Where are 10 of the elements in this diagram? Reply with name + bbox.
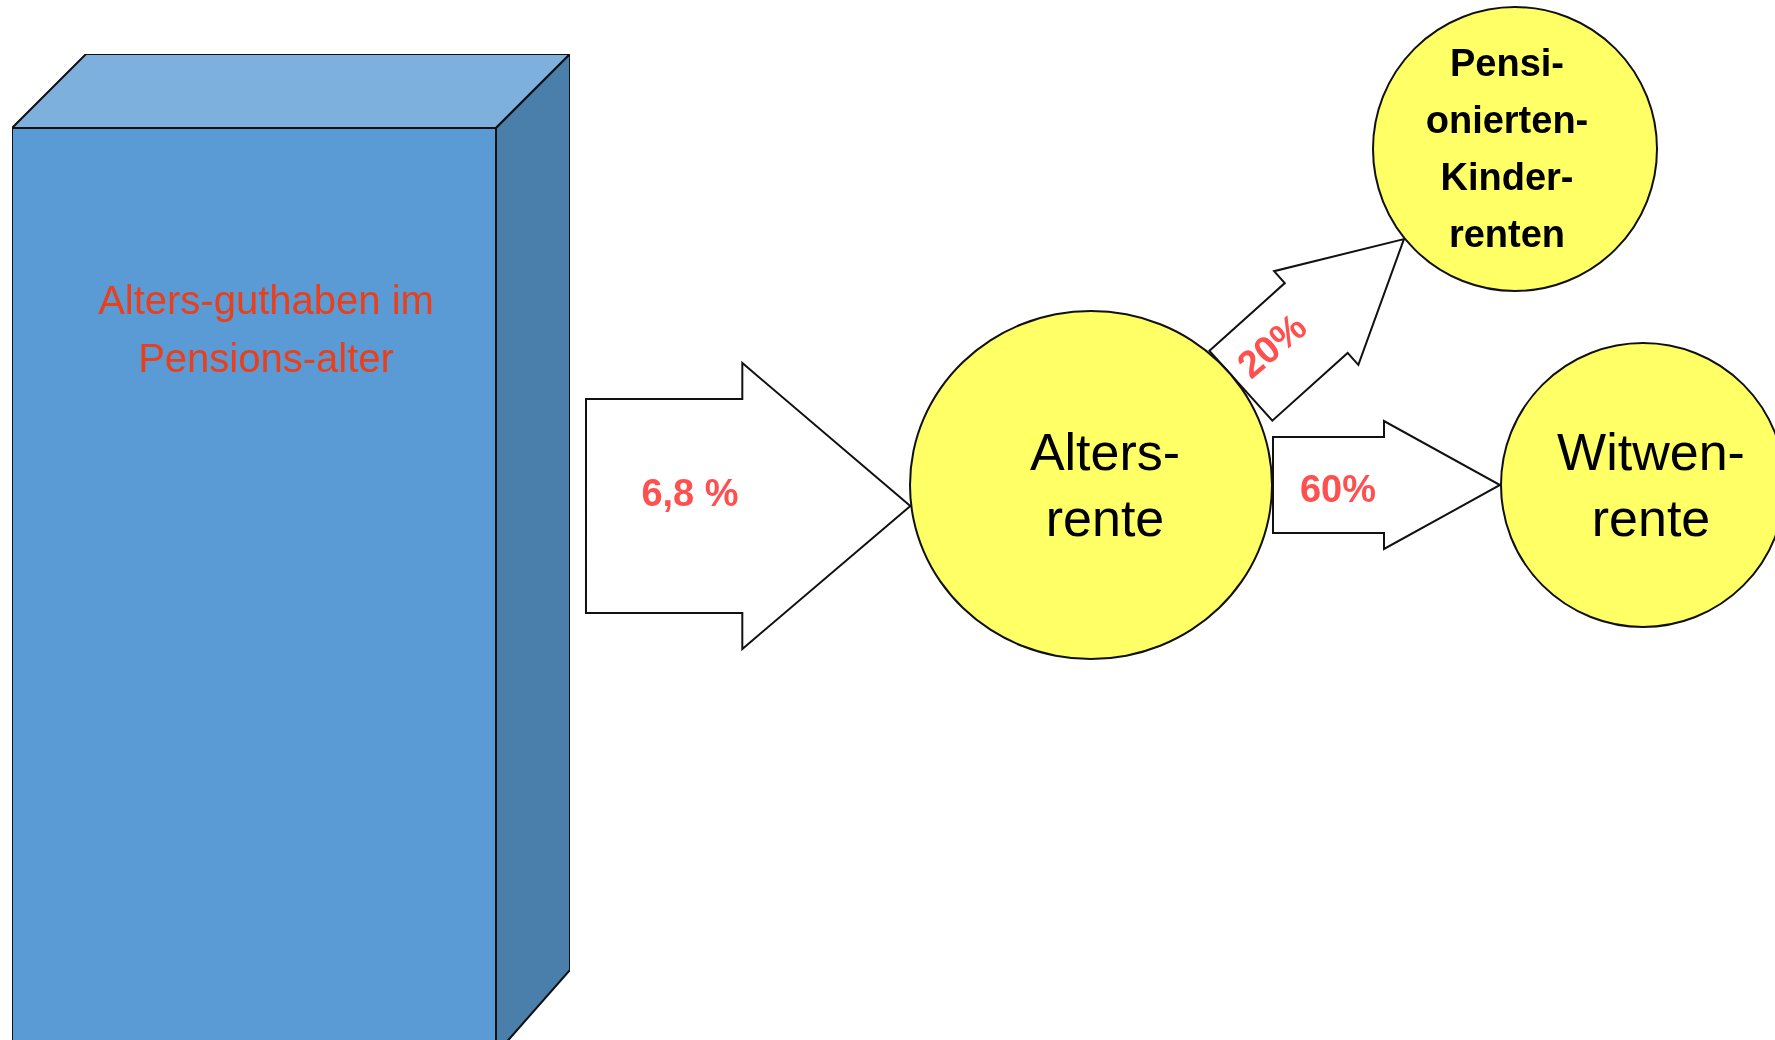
node-label: Witwen-rente: [1556, 422, 1746, 549]
block-arrow: [585, 360, 912, 652]
edge-label: 6,8 %: [641, 471, 739, 515]
node-label: Alters-guthaben im Pensions-alter: [97, 277, 435, 382]
node-label: Pensi-onierten-Kinder-renten: [1424, 41, 1590, 257]
block-arrow: [1272, 419, 1503, 551]
edge-label: 60%: [1299, 467, 1377, 511]
edge-label: 20%: [1229, 305, 1315, 387]
node-label: Alters-rente: [1028, 422, 1182, 549]
block-arrow: [1208, 237, 1406, 423]
